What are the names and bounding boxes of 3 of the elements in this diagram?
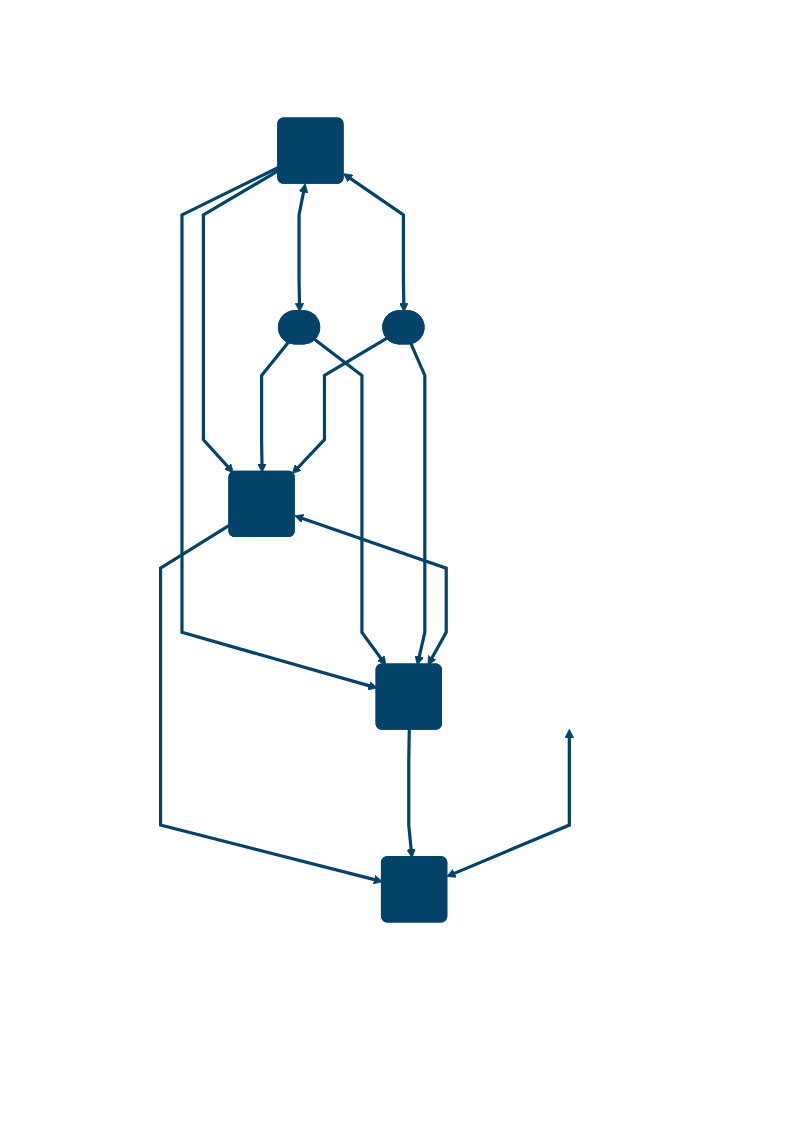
arrow	[446, 728, 574, 878]
arrow	[291, 336, 389, 475]
arrow	[313, 338, 387, 666]
